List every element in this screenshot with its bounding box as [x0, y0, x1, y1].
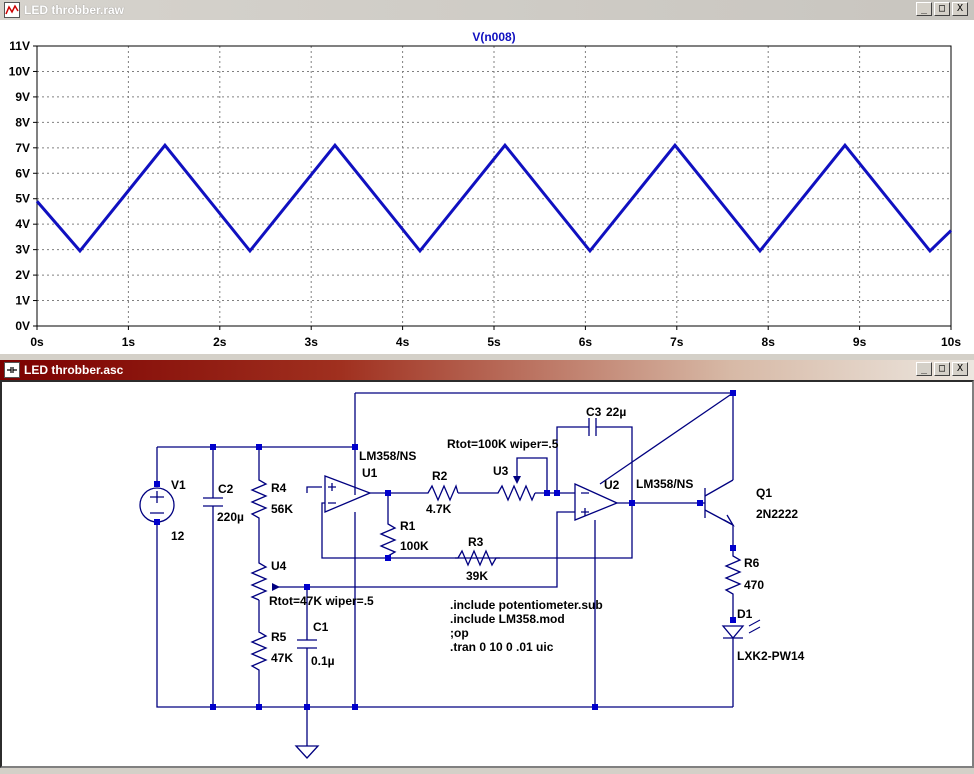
- y-tick-label: 4V: [15, 217, 30, 231]
- y-tick-label: 2V: [15, 268, 30, 282]
- wiper-arrow-icon: [513, 476, 521, 484]
- x-tick-label: 3s: [305, 335, 319, 349]
- chart-title: V(n008): [472, 30, 515, 44]
- label-d1: D1: [737, 607, 753, 621]
- wiper-arrow-icon: [272, 583, 280, 591]
- value-r6: 470: [744, 578, 764, 592]
- value-q1: 2N2222: [756, 507, 798, 521]
- value-v1: 12: [171, 529, 185, 543]
- potentiometer-u4[interactable]: [250, 560, 268, 601]
- value-d1: LXK2-PW14: [737, 649, 805, 663]
- resistor-r6[interactable]: [724, 548, 742, 598]
- value-c3: 22µ: [606, 405, 626, 419]
- opamp-u2[interactable]: [574, 482, 619, 521]
- schematic-window-title: LED throbber.asc: [24, 363, 124, 377]
- transistor-q1[interactable]: [700, 479, 735, 527]
- value-r1: 100K: [400, 539, 429, 553]
- label-r1: R1: [400, 519, 416, 533]
- y-tick-label: 11V: [9, 39, 30, 53]
- spice-directive[interactable]: ;op: [450, 626, 469, 640]
- capacitor-c2[interactable]: [203, 492, 223, 522]
- label-c2: C2: [218, 482, 234, 496]
- waveform-chart: 0s 1s 2s 3s 4s 5s 6s 7s 8s 9s 10s 0V 1V 2V 3V 4V 5V 6V 7V 8…: [9, 30, 962, 349]
- x-tick-label: 1s: [122, 335, 136, 349]
- y-tick-label: 6V: [15, 166, 30, 180]
- x-tick-label: 9s: [853, 335, 867, 349]
- x-tick-label: 0s: [30, 335, 44, 349]
- label-u2: U2: [604, 478, 620, 492]
- label-r2: R2: [432, 469, 448, 483]
- schematic-window-titlebar[interactable]: LED throbber.asc _ □ X: [0, 360, 974, 380]
- spice-directive[interactable]: .tran 0 10 0 .01 uic: [450, 640, 554, 654]
- close-button[interactable]: X: [952, 362, 968, 376]
- value-r2: 4.7K: [426, 502, 452, 516]
- waveform-app-icon: [4, 2, 20, 18]
- label-c1: C1: [313, 620, 329, 634]
- resistor-r4[interactable]: [250, 476, 268, 520]
- label-r5: R5: [271, 630, 287, 644]
- resistor-r1[interactable]: [379, 520, 397, 560]
- label-r4: R4: [271, 481, 287, 495]
- resistor-r5[interactable]: [250, 628, 268, 672]
- value-c1: 0.1µ: [311, 654, 335, 668]
- x-tick-label: 5s: [487, 335, 501, 349]
- spice-directive[interactable]: .include LM358.mod: [450, 612, 565, 626]
- label-v1: V1: [171, 478, 186, 492]
- junction-dots: [154, 390, 736, 710]
- spice-directive[interactable]: .include potentiometer.sub: [450, 598, 603, 612]
- model-u2: LM358/NS: [636, 477, 693, 491]
- y-tick-label: 7V: [15, 141, 30, 155]
- label-u3: U3: [493, 464, 509, 478]
- label-q1: Q1: [756, 486, 772, 500]
- led-d1[interactable]: [721, 619, 761, 640]
- param-u3: Rtot=100K wiper=.5: [447, 437, 559, 451]
- minimize-button[interactable]: _: [916, 2, 932, 16]
- value-r3: 39K: [466, 569, 488, 583]
- value-r5: 47K: [271, 651, 293, 665]
- minimize-button[interactable]: _: [916, 362, 932, 376]
- x-tick-label: 6s: [579, 335, 593, 349]
- x-tick-label: 2s: [213, 335, 227, 349]
- label-c3: C3: [586, 405, 602, 419]
- plot-window-titlebar[interactable]: LED throbber.raw _ □ X: [0, 0, 974, 20]
- y-tick-label: 9V: [15, 90, 30, 104]
- label-u1: U1: [362, 466, 378, 480]
- plot-window: LED throbber.raw _ □ X 0s 1s 2s 3s 4s 5s 6s 7s 8…: [0, 0, 974, 354]
- label-r6: R6: [744, 556, 760, 570]
- voltage-source-v1[interactable]: [139, 487, 175, 523]
- y-tick-label: 10V: [9, 64, 30, 78]
- wires: [156, 392, 734, 746]
- x-tick-label: 4s: [396, 335, 410, 349]
- ground-icon: [294, 745, 320, 759]
- param-u4: Rtot=47K wiper=.5: [269, 594, 374, 608]
- model-u1: LM358/NS: [359, 449, 416, 463]
- x-tick-label: 8s: [762, 335, 776, 349]
- label-r3: R3: [468, 535, 484, 549]
- series-line-vn008: [35, 142, 953, 254]
- plot-window-title: LED throbber.raw: [24, 3, 125, 17]
- value-r4: 56K: [271, 502, 293, 516]
- maximize-button[interactable]: □: [934, 362, 950, 376]
- resistor-r2[interactable]: [425, 484, 459, 502]
- x-tick-label: 7s: [670, 335, 684, 349]
- schematic-drawing: V1 12 C2 220µ R4 56K U4 Rtot=47K wiper=.…: [139, 390, 805, 759]
- x-tick-label: 10s: [941, 335, 961, 349]
- y-tick-label: 8V: [15, 115, 30, 129]
- y-tick-label: 0V: [15, 319, 30, 333]
- schematic-canvas[interactable]: V1 12 C2 220µ R4 56K U4 Rtot=47K wiper=.…: [0, 380, 974, 768]
- resistor-r3[interactable]: [455, 549, 500, 567]
- plot-pane[interactable]: 0s 1s 2s 3s 4s 5s 6s 7s 8s 9s 10s 0V 1V 2V 3V 4V 5V 6V 7V 8…: [0, 20, 974, 354]
- capacitor-c1[interactable]: [297, 628, 317, 668]
- potentiometer-u3[interactable]: [495, 484, 536, 502]
- close-button[interactable]: X: [952, 2, 968, 16]
- y-tick-label: 5V: [15, 192, 30, 206]
- label-u4: U4: [271, 559, 287, 573]
- y-tick-label: 3V: [15, 243, 30, 257]
- schematic-app-icon: [4, 362, 20, 378]
- value-c2: 220µ: [217, 510, 244, 524]
- capacitor-c3[interactable]: [583, 418, 603, 436]
- maximize-button[interactable]: □: [934, 2, 950, 16]
- y-tick-label: 1V: [15, 294, 30, 308]
- opamp-u1[interactable]: [324, 475, 372, 513]
